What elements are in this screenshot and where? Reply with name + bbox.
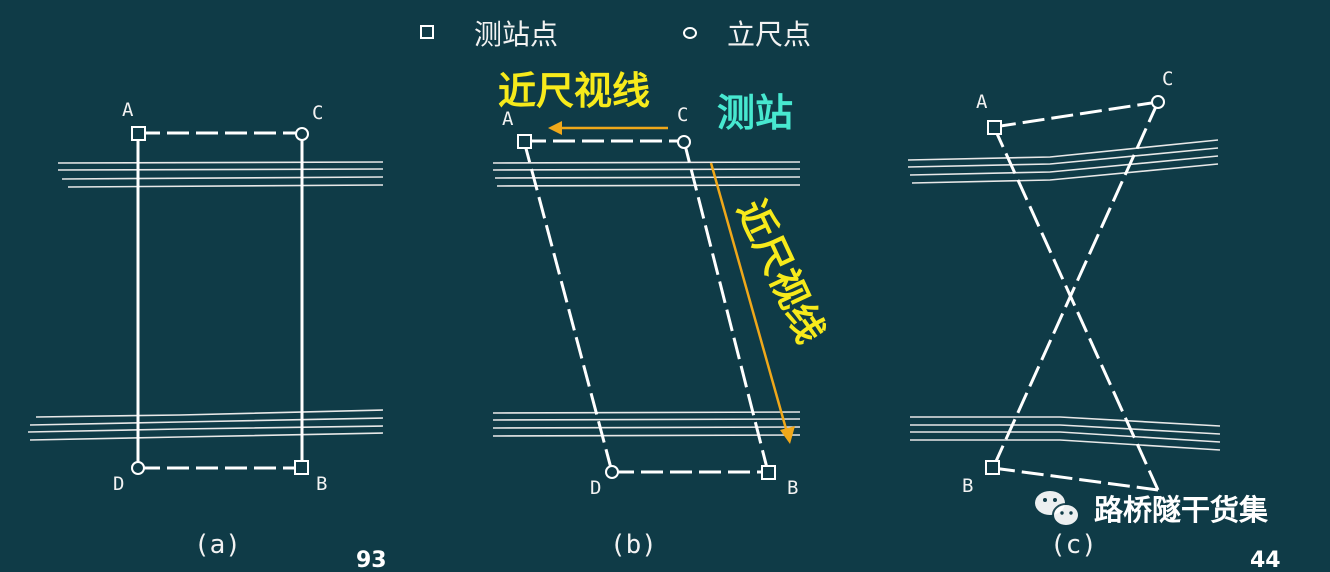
line-b-cb [682,140,770,473]
river-bank-top-a [57,161,384,188]
staff-d-icon [605,465,619,479]
label-a-B: B [316,473,327,495]
label-c-B: B [962,475,973,497]
page-number-left: 93 [356,548,387,572]
line-c-ac [993,100,1159,129]
station-a-icon [517,134,532,149]
label-c-C: C [1162,68,1173,90]
panel-a: A C D B (a) 93 [27,99,387,572]
river-bank-bottom-a [27,409,384,441]
station-legend-label: 测站点 [474,18,558,51]
label-b-C: C [677,104,688,126]
label-a-D: D [113,473,124,495]
panel-b: A C D B 近尺视线 测站 近尺视线 (b) [492,69,833,560]
watermark-text: 路桥隧干货集 [1094,493,1269,527]
station-a-icon [131,126,146,141]
station-b-icon [761,465,776,480]
label-b-B: B [787,477,798,499]
staff-c-icon [677,135,691,149]
line-c-c-diag [991,101,1160,469]
panel-c: A C B 路桥隧干货集 (c) 44 [907,68,1281,572]
line-b-ad [522,140,614,473]
river-bank-top-b [492,161,801,187]
near-sight-label-side: 近尺视线 [729,193,833,349]
station-a-icon [987,120,1002,135]
staff-legend-label: 立尺点 [727,18,811,51]
label-a-C: C [312,102,323,124]
label-c-A: A [976,91,988,113]
legend: 测站点 立尺点 [420,18,811,51]
caption-a: (a) [194,530,241,560]
near-sight-label-top: 近尺视线 [498,69,650,113]
caption-c: (c) [1050,530,1097,560]
label-b-D: D [590,477,601,499]
river-bank-top-c [907,139,1219,184]
staff-c-icon [295,127,309,141]
label-b-A: A [502,108,514,130]
page-number-right: 44 [1250,548,1281,572]
near-sight-arrow-side [709,162,790,437]
river-bank-bottom-b [492,411,801,437]
arrowhead-left-icon [548,121,562,135]
watermark: 路桥隧干货集 [1035,491,1269,527]
station-legend-square-icon [420,25,434,39]
station-b-icon [985,460,1000,475]
staff-c-icon [1151,95,1165,109]
label-a-A: A [122,99,134,121]
wechat-icon [1035,491,1080,527]
line-c-bottom [992,466,1159,492]
caption-b: (b) [610,530,657,560]
station-annotation: 测站 [717,91,793,135]
river-bank-bottom-c [910,416,1221,451]
arrowhead-down-icon [780,426,795,444]
line-c-a-diag [992,126,1160,491]
staff-d-icon [131,461,145,475]
staff-legend-circle-icon [683,27,697,39]
station-b-icon [294,460,309,475]
